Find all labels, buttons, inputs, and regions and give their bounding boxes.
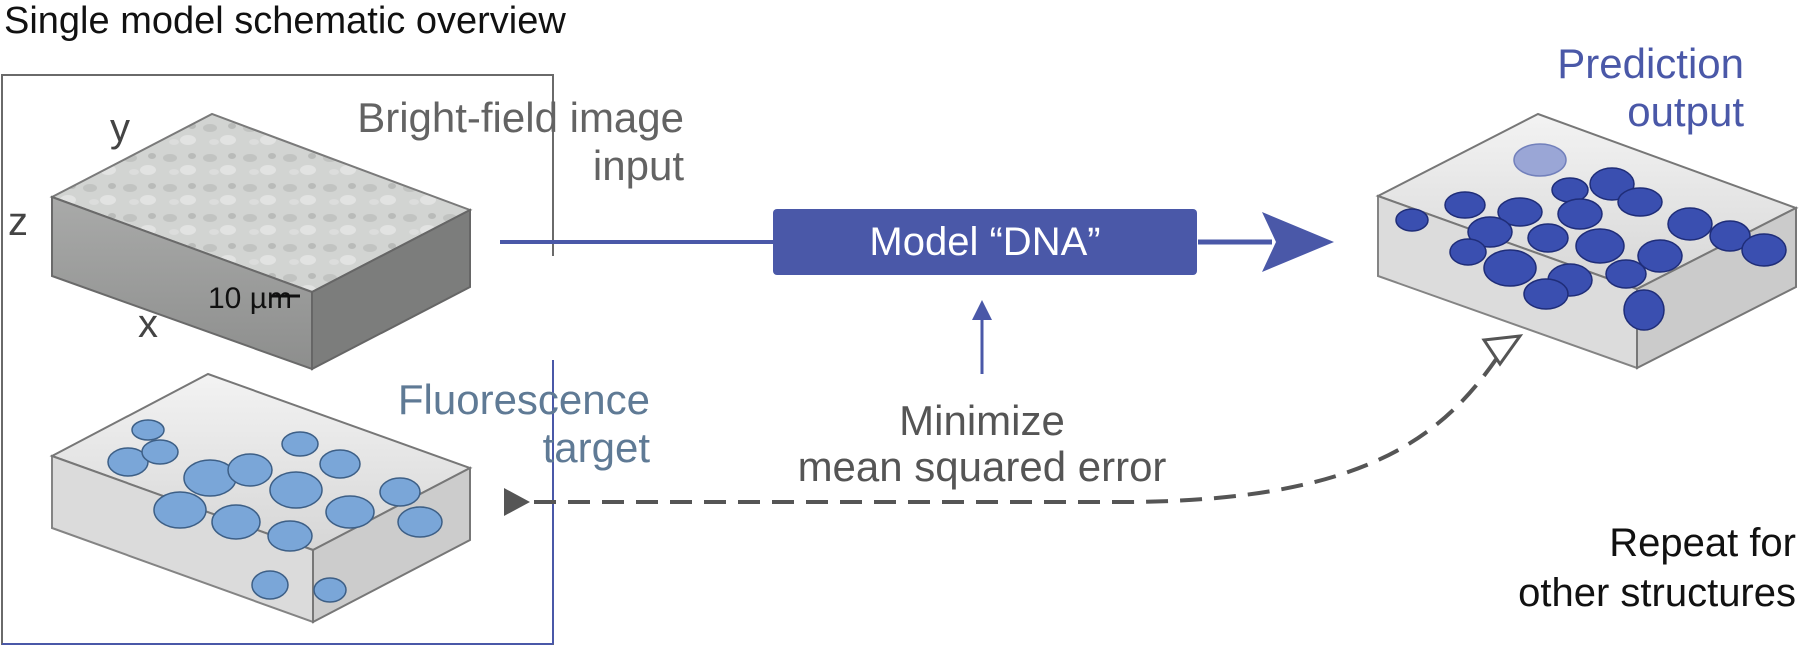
- model-box: Model “DNA”: [773, 209, 1197, 275]
- prediction-label: Prediction output: [1557, 40, 1744, 135]
- loss-label: Minimize mean squared error: [797, 397, 1167, 490]
- bright-field-label: Bright-field image input: [357, 94, 684, 189]
- loss-arrow: [972, 300, 992, 374]
- scale-bar-label: 10 µm: [208, 282, 292, 315]
- diagram-title: Single model schematic overview: [4, 0, 566, 42]
- z-axis-label: z: [8, 200, 28, 244]
- x-axis-label: x: [138, 302, 158, 346]
- bright-field-volume: [49, 112, 473, 371]
- fluorescence-label: Fluorescence target: [397, 376, 650, 471]
- prediction-volume: [1375, 112, 1799, 370]
- comparison-dashed-arrow: [504, 334, 1524, 516]
- repeat-label: Repeat for other structures: [1518, 521, 1796, 615]
- y-axis-label: y: [110, 106, 130, 150]
- model-to-prediction-arrow: [1198, 212, 1334, 272]
- fluorescence-volume: [49, 372, 473, 624]
